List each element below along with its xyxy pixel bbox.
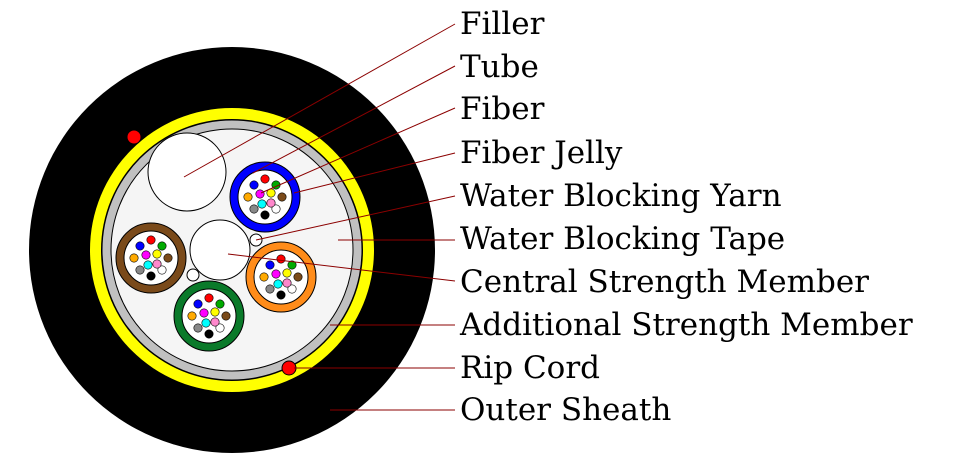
label-fiber-jelly: Fiber Jelly [460,135,623,171]
tube-green [173,280,245,352]
fiber [215,299,225,309]
label-additional-strength-member: Additional Strength Member [459,307,913,343]
fiber [293,272,303,282]
fiber [249,180,259,190]
leader-central-strength-member [227,253,456,282]
water-blocking-yarn [186,268,200,282]
fiber [135,265,145,275]
fiber [282,278,292,288]
label-tube: Tube [460,49,539,85]
fiber [260,210,270,220]
label-water-blocking-yarn: Water Blocking Yarn [460,178,782,214]
fiber [257,199,267,209]
fiber [273,279,283,289]
fiber [204,293,214,303]
leader-tube [252,65,456,174]
fiber [157,241,167,251]
fiber [199,308,209,318]
fiber [201,318,211,328]
fiber [143,260,153,270]
leader-filler [183,23,456,178]
label-outer-sheath: Outer Sheath [460,392,671,428]
filler [147,132,227,212]
leader-water-blocking-yarn [255,195,456,241]
fiber [163,253,173,263]
label-water-blocking-tape: Water Blocking Tape [460,221,785,257]
label-rip-cord: Rip Cord [460,350,600,386]
fiber [215,323,225,333]
label-central-strength-member: Central Strength Member [460,264,869,300]
label-fiber: Fiber [460,91,545,127]
fiber [210,307,220,317]
leader-fiber-jelly [293,152,456,194]
fiber [266,198,276,208]
leader-lines [183,23,456,411]
fiber [135,241,145,251]
rip-cord [281,360,297,376]
fiber [271,269,281,279]
tube-orange [245,241,317,313]
fiber [193,299,203,309]
fiber [271,204,281,214]
fiber [287,284,297,294]
tube-brown [115,222,187,294]
fiber [265,260,275,270]
fiber [243,192,253,202]
fiber [265,284,275,294]
fiber [141,250,151,260]
fiber [276,290,286,300]
rip-cord [126,129,142,145]
fiber [255,189,265,199]
fiber [249,204,259,214]
fiber [221,311,231,321]
fiber [152,259,162,269]
fiber [146,235,156,245]
label-filler: Filler [460,6,545,42]
fiber [276,254,286,264]
fiber [277,192,287,202]
leader-fiber [260,107,456,194]
fiber [259,272,269,282]
tube-blue [229,161,301,233]
fiber [146,271,156,281]
fiber [129,253,139,263]
fiber [157,265,167,275]
fiber [204,329,214,339]
fiber [260,174,270,184]
label-group: Filler Tube Fiber Fiber Jelly Water Bloc… [459,6,913,428]
fiber [282,268,292,278]
fiber [193,323,203,333]
fiber [287,260,297,270]
fiber [210,317,220,327]
fiber [187,311,197,321]
fiber [152,249,162,259]
central-strength-member [189,219,251,281]
